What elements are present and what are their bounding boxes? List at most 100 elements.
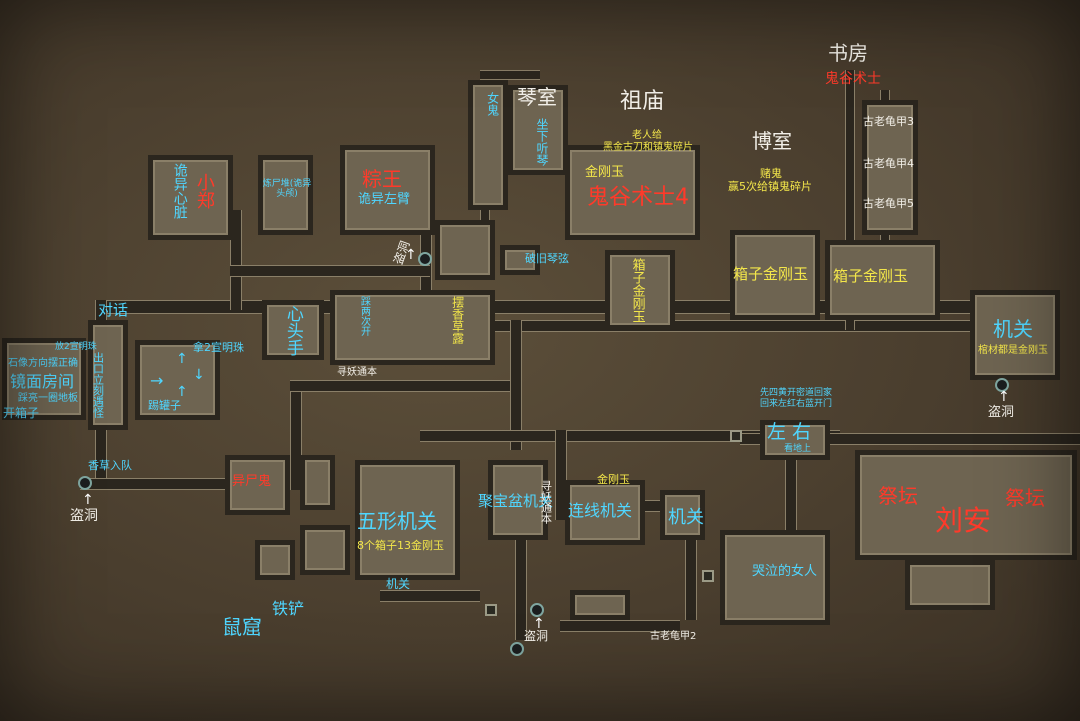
label-mechanism-mid: 机关	[668, 507, 704, 528]
label-turtle-2: 古老龟甲2	[650, 631, 697, 642]
label-rat-den: 鼠窟	[222, 615, 262, 639]
corridor	[845, 70, 855, 330]
room-gambling	[730, 230, 820, 320]
label-tunnel-bottom: 盗洞	[524, 629, 549, 643]
arrow-right-icon: →	[150, 371, 164, 390]
room-bottom-left	[300, 525, 350, 575]
hole-icon	[995, 378, 1009, 392]
label-box-vajra-1: 箱子金刚玉	[733, 265, 809, 283]
corridor	[290, 380, 520, 392]
label-zombie-king: 粽王	[362, 167, 402, 191]
label-broken-string: 破旧琴弦	[525, 252, 569, 265]
label-coffins: 棺材都是金刚玉	[978, 345, 1048, 356]
label-hint-1: 先四黄开密道回家	[760, 388, 833, 398]
door-icon	[485, 604, 497, 616]
label-open-box: 开箱子	[3, 406, 40, 420]
label-gambling-room: 博室	[752, 129, 792, 153]
label-mirror-room: 镜面房间	[10, 372, 75, 391]
room-incense	[435, 220, 495, 280]
room-ancestral-temple	[565, 145, 700, 240]
label-xunyao-2: 寻妖通本	[539, 480, 553, 524]
hole-icon	[78, 476, 92, 490]
room-female-ghost	[468, 80, 508, 210]
corridor	[480, 70, 540, 80]
room-bottom-small	[570, 590, 630, 620]
room-left-right	[760, 420, 830, 460]
room-zombie-king	[340, 145, 435, 235]
room-treasure-bowl	[488, 460, 548, 540]
label-altar-left: 祭坛	[878, 484, 918, 508]
hole-icon	[530, 603, 544, 617]
room-mechanism-mid	[660, 490, 705, 540]
corridor	[515, 520, 527, 640]
room-broken-string	[500, 245, 540, 275]
room-corpse-heap	[258, 155, 313, 235]
label-herb-join: 香草入队	[88, 459, 132, 472]
up-arrow-icon: ↑	[998, 389, 1010, 405]
room-mechanism-right	[970, 290, 1060, 380]
label-five-element: 五形机关	[357, 509, 437, 533]
corridor	[230, 265, 430, 277]
label-treasure-bowl: 聚宝盆机关	[478, 492, 554, 510]
label-xunyao-1: 寻妖通本	[337, 367, 377, 378]
room-qin-room	[508, 85, 568, 175]
label-hint-2: 回来左红右蓝开门	[760, 399, 833, 409]
label-xiaozheng: 小郑	[193, 173, 215, 209]
room-small-2	[300, 455, 335, 510]
label-incense: 摆香草露	[450, 296, 465, 344]
label-turtle-3: 古老龟甲3	[863, 115, 914, 128]
room-box-vajra-vertical	[605, 250, 675, 330]
room-line-mechanism	[565, 480, 645, 545]
label-left-right: 左 右	[767, 421, 812, 443]
label-step-twice: 踩两次开	[358, 296, 370, 336]
label-line-mechanism: 连线机关	[568, 501, 633, 520]
label-sit-listen: 坐下听琴	[535, 118, 549, 166]
hole-icon	[510, 642, 524, 656]
corridor	[785, 433, 797, 543]
corridor	[560, 620, 680, 632]
label-dialogue: 对话	[98, 301, 129, 319]
room-altar	[855, 450, 1077, 560]
room-exit-monster	[88, 320, 128, 430]
room-pearls	[135, 340, 220, 420]
room-strange-corpse	[225, 455, 290, 515]
label-turtle-5: 古老龟甲5	[863, 197, 914, 210]
label-box-vajra-v: 箱子金刚玉	[629, 258, 645, 323]
corridor	[230, 210, 242, 310]
door-icon	[730, 430, 742, 442]
room-weeping-woman	[720, 530, 830, 625]
corridor	[380, 590, 480, 602]
room-mirror	[2, 338, 86, 420]
label-qin-room: 琴室	[517, 85, 557, 109]
label-mechanism-right: 机关	[993, 317, 1033, 341]
label-gambler: 赌鬼	[760, 167, 782, 180]
room-five-element	[355, 460, 460, 580]
label-shovel: 铁铲	[272, 599, 305, 618]
label-altar-right: 祭坛	[1005, 486, 1045, 510]
label-tunnel-left: 盗洞	[70, 508, 98, 524]
label-exit-monster: 出口立刻遇怪	[91, 352, 105, 418]
label-eerie-heart: 诡异心脏	[171, 163, 188, 219]
label-heart-hand: 心头手	[282, 305, 303, 356]
corridor	[290, 380, 302, 490]
label-vajra-b: 金刚玉	[597, 473, 630, 486]
label-black-gold: 黑金古刀和镇鬼碎片	[603, 142, 693, 153]
label-left-arm: 诡异左臂	[358, 192, 411, 207]
up-arrow-icon: ↑	[405, 247, 417, 263]
label-win-5: 赢5次给镇鬼碎片	[728, 180, 812, 193]
up-arrow-icon: ↑	[82, 492, 94, 508]
label-box-vajra-2: 箱子金刚玉	[833, 267, 909, 285]
arrow-up-icon: ↑	[176, 351, 188, 367]
label-female-ghost: 女鬼	[485, 92, 500, 116]
room-eerie-heart	[148, 155, 233, 240]
hole-icon	[418, 252, 432, 266]
label-8-boxes: 8个箱子13金刚玉	[357, 539, 444, 552]
room-altar-lower	[905, 560, 995, 610]
label-turtle-4: 古老龟甲4	[863, 157, 914, 170]
label-weeping-woman: 哭泣的女人	[752, 564, 818, 579]
label-ancestral-temple: 祖庙	[620, 89, 665, 114]
door-icon	[702, 570, 714, 582]
label-old-man: 老人给	[632, 130, 662, 141]
label-mechanism-bottom: 机关	[386, 577, 411, 591]
